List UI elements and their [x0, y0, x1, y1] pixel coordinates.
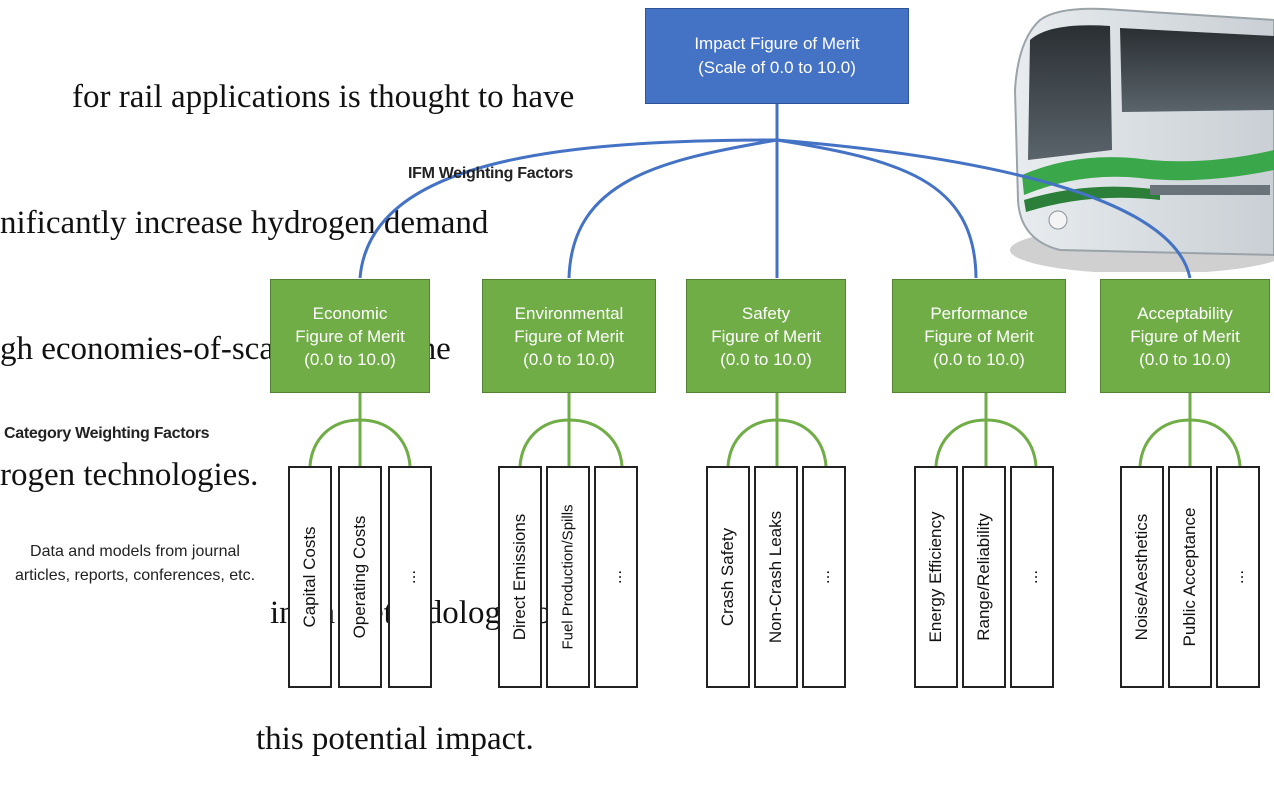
source-label: Fuel Production/Spills	[559, 504, 577, 650]
source-label: Capital Costs	[300, 526, 319, 628]
source-box-fuel-production: Fuel Production/Spills	[546, 466, 590, 688]
category-line2: Figure of Merit	[295, 326, 405, 346]
category-weighting-label: Category Weighting Factors	[4, 425, 210, 442]
category-line3: (0.0 to 10.0)	[720, 349, 812, 369]
source-box-crash-safety: Crash Safety	[706, 466, 750, 688]
category-line1: Acceptability	[1137, 303, 1233, 323]
source-box-capital-costs: Capital Costs	[288, 466, 332, 688]
performance-fom-box: Performance Figure of Merit (0.0 to 10.0…	[892, 279, 1066, 393]
source-label: Crash Safety	[718, 527, 737, 627]
category-line2: Figure of Merit	[711, 326, 821, 346]
acceptability-fom-box: Acceptability Figure of Merit (0.0 to 10…	[1100, 279, 1270, 393]
source-label: ...	[606, 569, 625, 585]
source-box-more: ...	[802, 466, 846, 688]
impact-subtitle: (Scale of 0.0 to 10.0)	[698, 58, 856, 77]
connector-lines	[308, 104, 1242, 467]
source-box-direct-emissions: Direct Emissions	[498, 466, 542, 688]
data-sources-label: Data and models from journal articles, r…	[14, 543, 256, 584]
category-line2: Figure of Merit	[514, 326, 624, 346]
source-label: ...	[1228, 569, 1247, 585]
source-label: ...	[1022, 569, 1041, 585]
source-box-more: ...	[388, 466, 432, 688]
environmental-fom-box: Environmental Figure of Merit (0.0 to 10…	[482, 279, 656, 393]
source-label: ...	[814, 569, 833, 585]
category-line3: (0.0 to 10.0)	[1139, 349, 1231, 369]
safety-fom-box: Safety Figure of Merit (0.0 to 10.0)	[686, 279, 846, 393]
source-label: Range/Reliability	[974, 513, 993, 641]
category-line2: Figure of Merit	[924, 326, 1034, 346]
source-label: Direct Emissions	[510, 513, 529, 641]
source-box-operating-costs: Operating Costs	[338, 466, 382, 688]
intro-line: rogen technologies.	[0, 457, 259, 493]
source-box-public-acceptance: Public Acceptance	[1168, 466, 1212, 688]
intro-line: for rail applications is thought to have	[72, 79, 575, 115]
economic-fom-box: Economic Figure of Merit (0.0 to 10.0)	[270, 279, 430, 393]
source-box-energy-efficiency: Energy Efficiency	[914, 466, 958, 688]
source-label: Energy Efficiency	[926, 511, 945, 643]
source-box-more: ...	[594, 466, 638, 688]
source-label: ...	[400, 569, 419, 585]
ifm-weighting-label: IFM Weighting Factors	[408, 165, 573, 182]
source-label: Operating Costs	[350, 515, 369, 639]
source-box-non-crash-leaks: Non-Crash Leaks	[754, 466, 798, 688]
category-line1: Safety	[741, 303, 791, 323]
source-label: Non-Crash Leaks	[766, 510, 785, 644]
impact-figure-of-merit-box: Impact Figure of Merit (Scale of 0.0 to …	[645, 8, 909, 104]
source-label: Public Acceptance	[1180, 507, 1199, 647]
category-line1: Economic	[312, 303, 388, 323]
category-line1: Environmental	[514, 303, 624, 323]
source-box-more: ...	[1216, 466, 1260, 688]
tram-photo	[1000, 0, 1274, 272]
category-line3: (0.0 to 10.0)	[304, 349, 396, 369]
category-line1: Performance	[930, 303, 1028, 323]
source-label: Noise/Aesthetics	[1132, 513, 1151, 641]
source-box-range-reliability: Range/Reliability	[962, 466, 1006, 688]
intro-line: nificantly increase hydrogen demand	[0, 205, 489, 241]
source-box-noise-aesthetics: Noise/Aesthetics	[1120, 466, 1164, 688]
source-box-more: ...	[1010, 466, 1054, 688]
category-line2: Figure of Merit	[1130, 326, 1240, 346]
intro-line: this potential impact.	[256, 721, 534, 757]
category-line3: (0.0 to 10.0)	[933, 349, 1025, 369]
category-line3: (0.0 to 10.0)	[523, 349, 615, 369]
impact-title: Impact Figure of Merit	[694, 34, 860, 53]
